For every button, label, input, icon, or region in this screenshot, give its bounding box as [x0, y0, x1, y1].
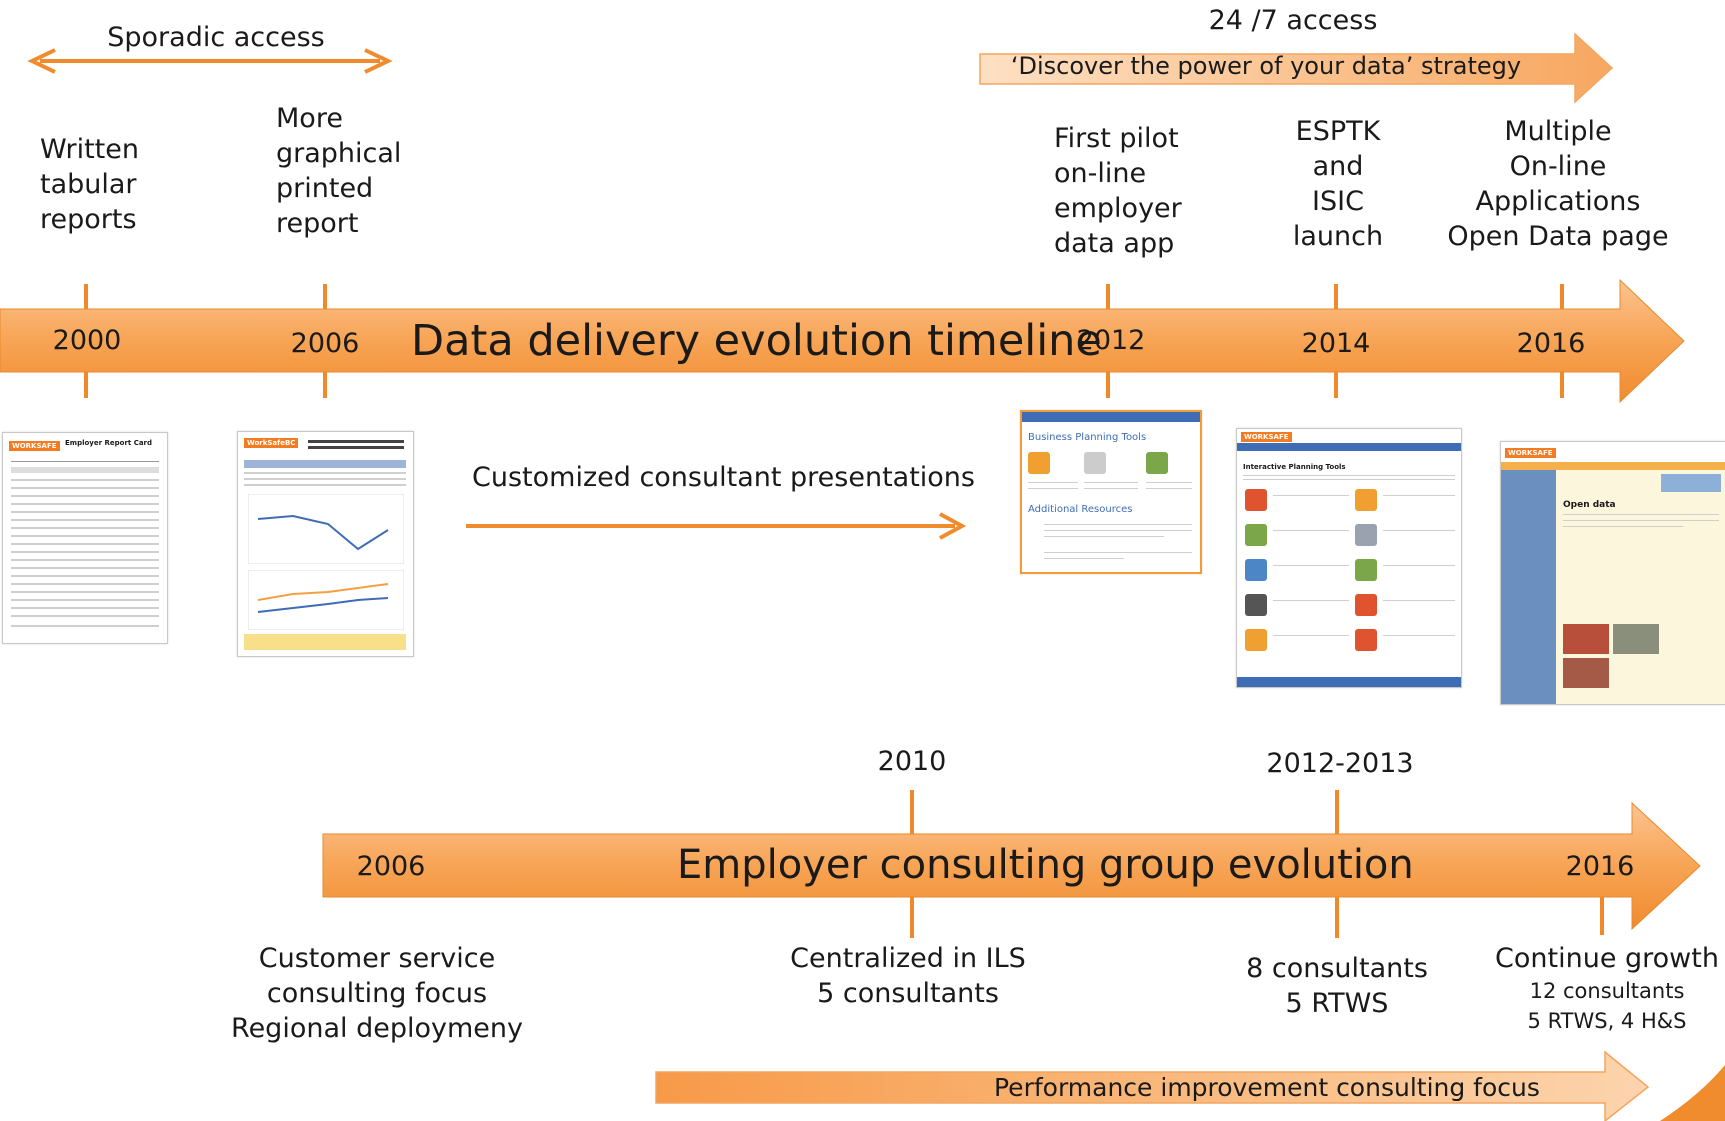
milestone-2016-label: Multiple On-line Applications Open Data …	[1447, 116, 1669, 252]
corner-decoration	[1660, 1065, 1725, 1121]
magnifier-icon	[1355, 524, 1377, 546]
ils-icon	[1245, 594, 1267, 616]
timeline1-year-2012: 2012	[1076, 325, 1146, 356]
timeline1-title: Data delivery evolution timeline	[411, 316, 1102, 366]
thumbnail-interactive-tools-title: Interactive Planning Tools	[1243, 463, 1346, 471]
data-delivery-arrow	[0, 278, 1685, 404]
note-2016: Continue growth 12 consultants 5 RTWS, 4…	[1495, 943, 1719, 1033]
worksafebc-logo: WorkSafeBC	[244, 438, 299, 448]
thumbnail-report-card: WORKSAFE Employer Report Card	[2, 432, 168, 644]
note-2012-2013: 8 consultants 5 RTWS	[1246, 953, 1428, 1019]
document-icon	[1355, 489, 1377, 511]
access-24-7-label: 24 /7 access	[1208, 5, 1378, 36]
thumbnail-graphical-report: WorkSafeBC	[237, 431, 414, 657]
note-2006: Customer service consulting focus Region…	[231, 943, 523, 1044]
book-icon	[1355, 629, 1377, 651]
bar-chart-icon	[1245, 559, 1267, 581]
timeline2-year-2010: 2010	[877, 746, 947, 777]
binoculars-icon	[1245, 489, 1267, 511]
bar-chart-icon	[1028, 452, 1050, 474]
strategy-arrow	[979, 32, 1614, 104]
worksafebc-logo: WORKSAFE	[9, 441, 60, 451]
worksafebc-logo: WORKSAFE	[1241, 432, 1292, 442]
mini-line-chart-1	[248, 494, 404, 564]
presentations-label: Customized consultant presentations	[472, 462, 975, 493]
worksafebc-logo: WORKSAFE	[1505, 448, 1556, 458]
thumbnail-additional-resources: Additional Resources	[1028, 504, 1133, 515]
timeline2-title: Employer consulting group evolution	[677, 842, 1414, 888]
puzzle-icon	[1245, 524, 1267, 546]
scales-icon	[1084, 452, 1106, 474]
return-to-work-icon	[1245, 629, 1267, 651]
sporadic-access-label: Sporadic access	[107, 22, 325, 53]
milestone-2012-label: First pilot on-line employer data app	[1054, 123, 1182, 259]
timeline2-year-2012-2013: 2012-2013	[1266, 748, 1414, 779]
injury-chart-icon	[1146, 452, 1168, 474]
milestone-2000-label: Written tabular reports	[40, 134, 139, 235]
performance-arrow	[655, 1050, 1650, 1121]
mini-line-chart-2	[248, 570, 404, 630]
timeline1-year-2006: 2006	[290, 328, 360, 359]
info-icon	[1355, 594, 1377, 616]
thumbnail-interactive-tools: WORKSAFE Interactive Planning Tools	[1236, 428, 1462, 688]
timeline1-ticks	[84, 284, 1564, 398]
thumbnail-business-planning: Business Planning Tools Additional Resou…	[1020, 410, 1202, 574]
strategy-label: ‘Discover the power of your data’ strate…	[1010, 52, 1522, 80]
consulting-group-arrow	[322, 801, 1701, 931]
timeline1-year-2016: 2016	[1516, 328, 1586, 359]
milestone-2006-label: More graphical printed report	[276, 103, 402, 239]
timeline1-year-2014: 2014	[1301, 328, 1371, 359]
timeline2-year-2016: 2016	[1565, 851, 1635, 882]
timeline1-year-2000: 2000	[52, 325, 122, 356]
note-2010: Centralized in ILS 5 consultants	[790, 943, 1026, 1009]
timeline2-year-2006: 2006	[356, 851, 426, 882]
presentations-arrow	[466, 512, 967, 540]
performance-label: Performance improvement consulting focus	[994, 1073, 1540, 1102]
thumbnail-open-data: WORKSAFE Open data	[1500, 441, 1725, 705]
thumbnail-report-card-title: Employer Report Card	[65, 439, 153, 447]
milestone-2014-label: ESPTK and ISIC launch	[1292, 116, 1384, 252]
thumbnail-business-planning-title: Business Planning Tools	[1028, 432, 1147, 443]
sporadic-double-arrow	[27, 48, 393, 74]
thumbnail-open-data-title: Open data	[1563, 500, 1616, 510]
calculator-icon	[1355, 559, 1377, 581]
timeline2-ticks	[910, 790, 1604, 938]
